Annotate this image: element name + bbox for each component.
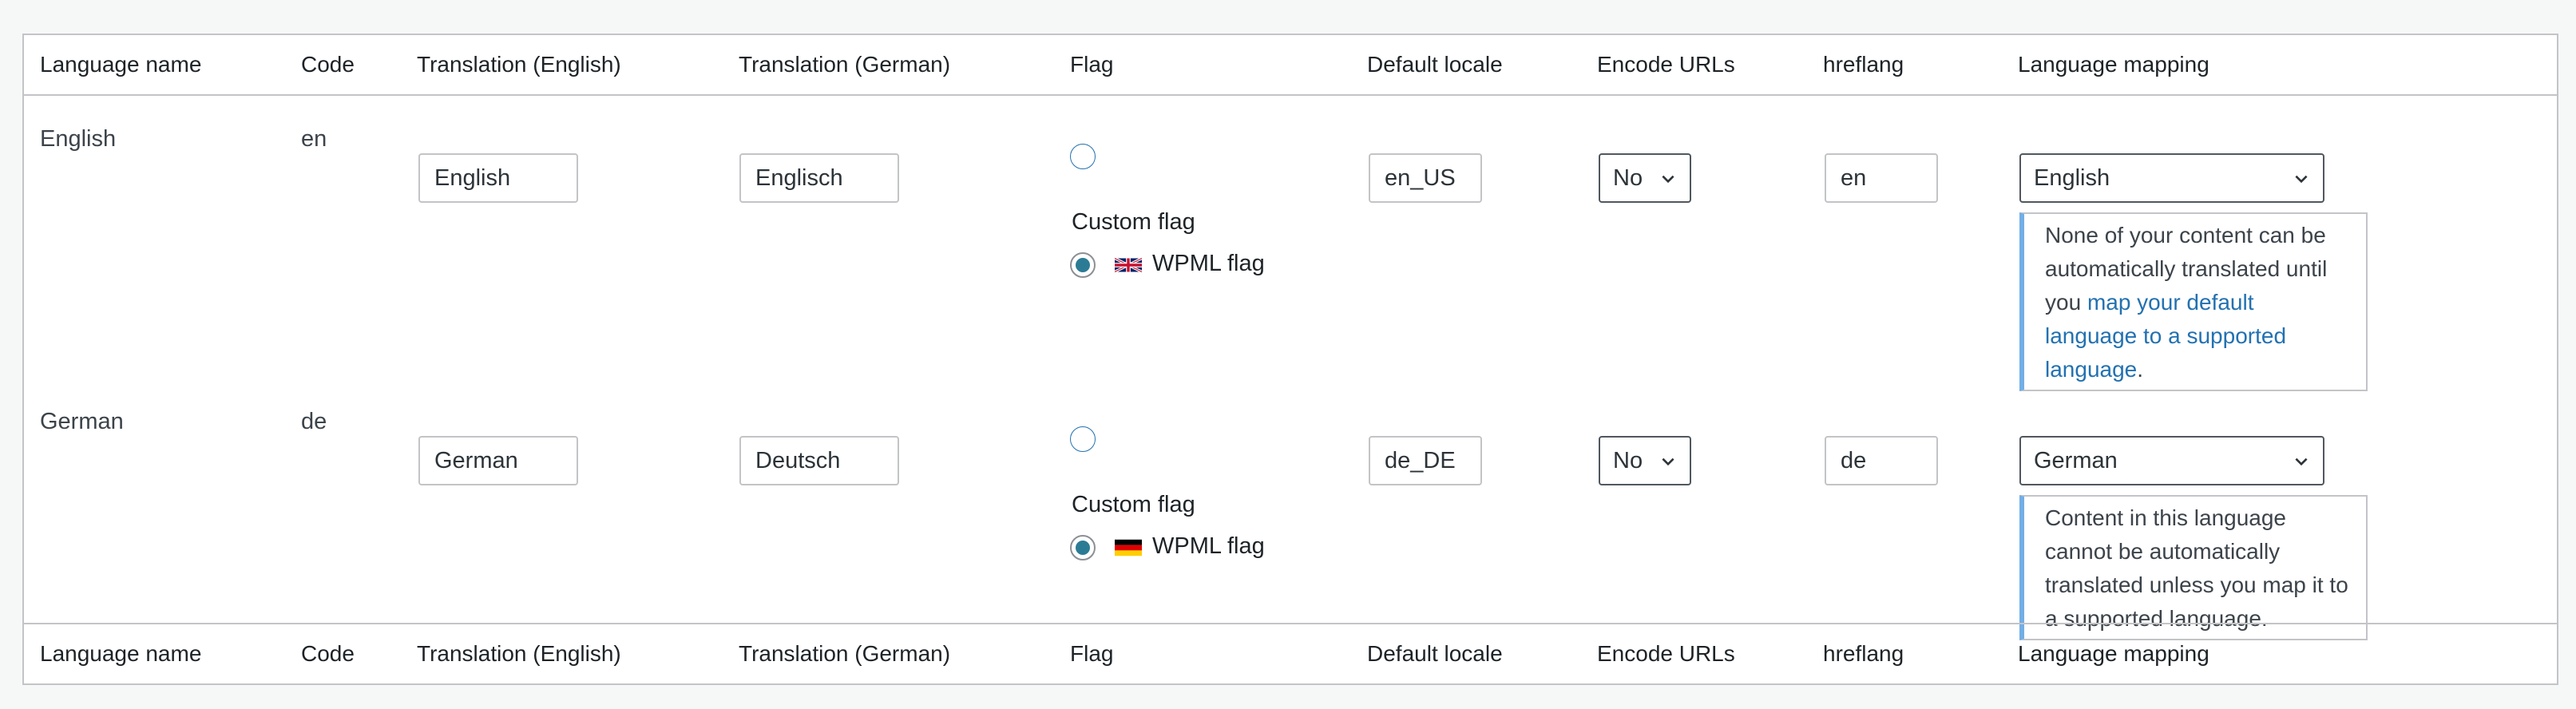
chevron-down-icon	[2295, 175, 2308, 184]
translation-english-input[interactable]: English	[418, 153, 578, 203]
translation-german-input[interactable]: Englisch	[739, 153, 899, 203]
translation-german-input[interactable]: Deutsch	[739, 436, 899, 485]
col-translation-german: Translation (German)	[739, 52, 951, 77]
col-language-mapping: Language mapping	[2018, 641, 2209, 666]
language-mapping-select[interactable]: German	[2019, 436, 2324, 485]
col-default-locale: Default locale	[1367, 52, 1503, 77]
wpml-flag-label: WPML flag	[1152, 533, 1265, 559]
col-encode-urls: Encode URLs	[1597, 52, 1735, 77]
col-translation-english: Translation (English)	[417, 641, 621, 666]
language-code: en	[301, 126, 327, 152]
col-translation-english: Translation (English)	[417, 52, 621, 77]
mapping-notice: Content in this language cannot be autom…	[2019, 495, 2368, 640]
custom-flag-label: Custom flag	[1072, 209, 1195, 235]
hreflang-input[interactable]: de	[1825, 436, 1938, 485]
table-header: Language name Code Translation (English)…	[24, 35, 2557, 96]
languages-table: Language name Code Translation (English)…	[22, 34, 2558, 685]
encode-urls-value: No	[1613, 165, 1643, 191]
language-code: de	[301, 409, 327, 434]
col-language-name: Language name	[40, 52, 202, 77]
chevron-down-icon	[1662, 175, 1674, 184]
encode-urls-select[interactable]: No	[1599, 436, 1691, 485]
col-default-locale: Default locale	[1367, 641, 1503, 666]
hreflang-input[interactable]: en	[1825, 153, 1938, 203]
mapping-notice: None of your content can be automaticall…	[2019, 212, 2368, 391]
col-language-mapping: Language mapping	[2018, 52, 2209, 77]
custom-flag-upload-radio[interactable]	[1070, 426, 1096, 452]
language-mapping-select[interactable]: English	[2019, 153, 2324, 203]
table-row: German de German Deutsch Custom flag WPM…	[24, 378, 2557, 661]
table-footer: Language name Code Translation (English)…	[24, 623, 2557, 683]
germany-flag-icon	[1115, 539, 1142, 557]
wpml-flag-radio[interactable]	[1070, 252, 1096, 278]
uk-flag-icon	[1115, 256, 1142, 274]
col-flag: Flag	[1070, 641, 1114, 666]
col-flag: Flag	[1070, 52, 1114, 77]
col-hreflang: hreflang	[1823, 641, 1904, 666]
chevron-down-icon	[2295, 457, 2308, 466]
language-mapping-value: German	[2034, 448, 2118, 473]
default-locale-input[interactable]: en_US	[1369, 153, 1482, 203]
col-code: Code	[301, 641, 355, 666]
language-mapping-value: English	[2034, 165, 2110, 191]
col-language-name: Language name	[40, 641, 202, 666]
col-encode-urls: Encode URLs	[1597, 641, 1735, 666]
wpml-flag-radio[interactable]	[1070, 535, 1096, 560]
custom-flag-label: Custom flag	[1072, 492, 1195, 517]
col-translation-german: Translation (German)	[739, 641, 951, 666]
encode-urls-value: No	[1613, 448, 1643, 473]
map-default-language-link[interactable]: map your default language to a supported…	[2045, 290, 2287, 382]
col-hreflang: hreflang	[1823, 52, 1904, 77]
default-locale-input[interactable]: de_DE	[1369, 436, 1482, 485]
encode-urls-select[interactable]: No	[1599, 153, 1691, 203]
col-code: Code	[301, 52, 355, 77]
translation-english-input[interactable]: German	[418, 436, 578, 485]
wpml-flag-label: WPML flag	[1152, 251, 1265, 276]
table-row: English en English Englisch Custom flag …	[24, 96, 2557, 391]
language-name: German	[40, 409, 124, 434]
custom-flag-upload-radio[interactable]	[1070, 144, 1096, 169]
language-name: English	[40, 126, 117, 152]
chevron-down-icon	[1662, 457, 1674, 466]
